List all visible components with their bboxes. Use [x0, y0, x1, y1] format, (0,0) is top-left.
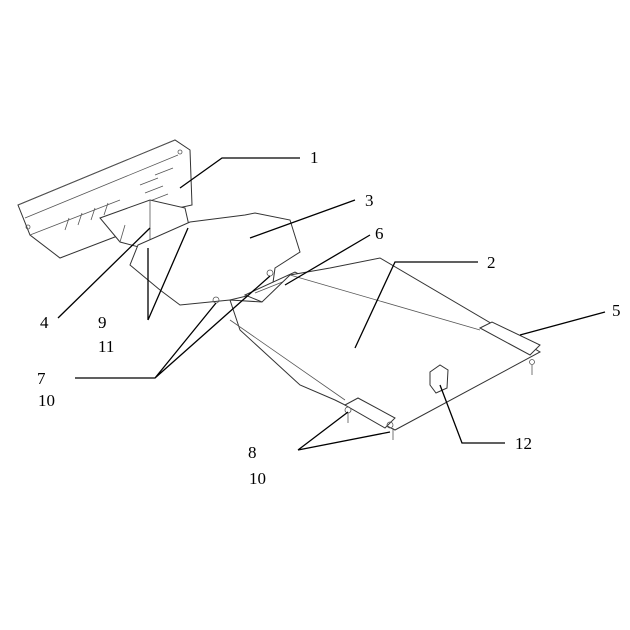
- callout-11: 11: [98, 337, 114, 356]
- callout-9: 9: [98, 313, 107, 332]
- callout-8: 8: [248, 443, 257, 462]
- callout-3: 3: [365, 191, 374, 210]
- part-2-rear-plate: [229, 257, 542, 431]
- leader-lines: [57, 157, 606, 451]
- callout-6: 6: [375, 224, 384, 243]
- callout-1: 1: [310, 148, 319, 167]
- part-5-rear-bracket: [478, 321, 541, 375]
- callout-5: 5: [612, 301, 621, 320]
- part-1-front-plate: [17, 139, 193, 259]
- callout-10-upper: 10: [38, 391, 55, 410]
- callout-10-lower: 10: [249, 469, 266, 488]
- callout-2: 2: [487, 253, 496, 272]
- part-8-bracket: [343, 397, 396, 440]
- callout-7: 7: [37, 369, 46, 388]
- callout-4: 4: [40, 313, 49, 332]
- callout-12: 12: [515, 434, 532, 453]
- part-12-clip: [429, 364, 449, 394]
